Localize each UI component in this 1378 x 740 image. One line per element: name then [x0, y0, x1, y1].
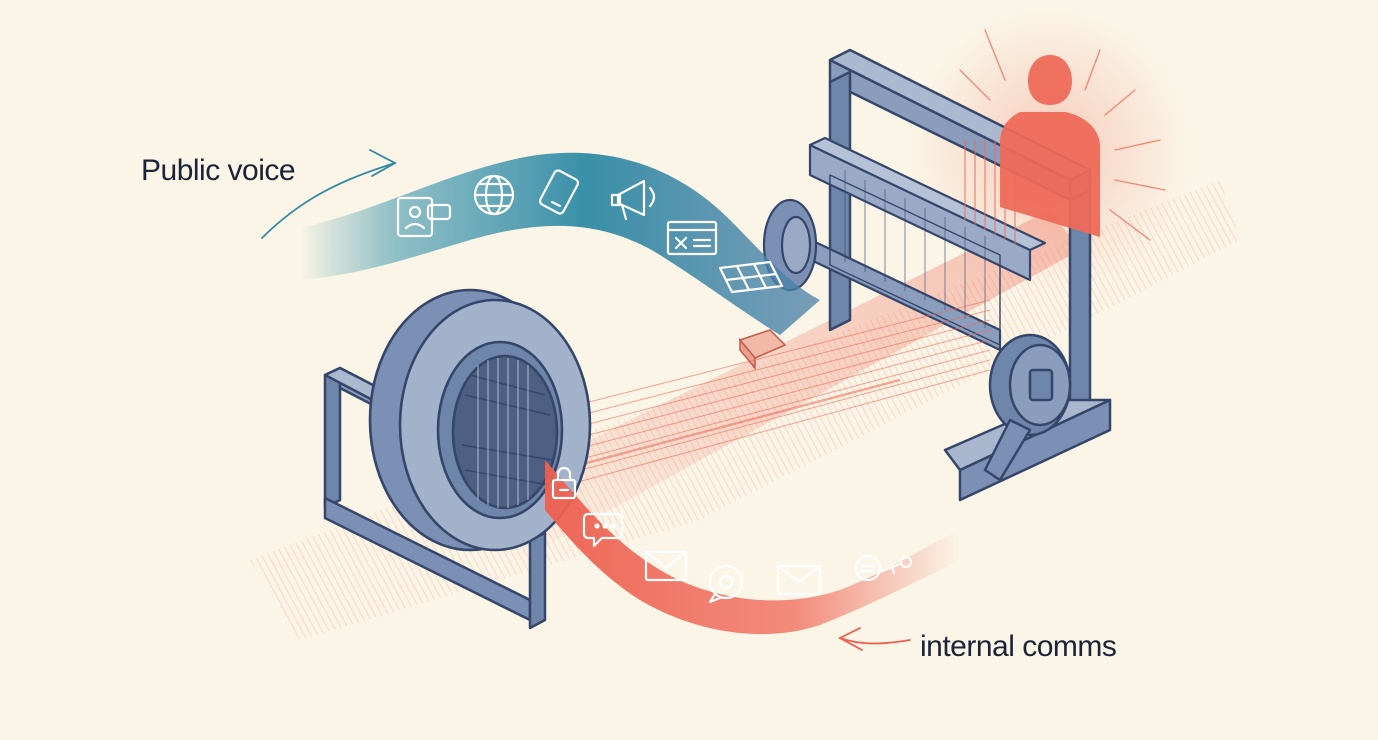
heddle-threads — [844, 170, 986, 328]
loom-gear — [983, 333, 1072, 482]
browser-window-icon — [666, 220, 718, 256]
phone-icon — [538, 169, 580, 215]
person-figure — [1000, 55, 1100, 237]
internal-comms-stream — [545, 460, 960, 635]
chat-bubble-icon — [582, 512, 624, 548]
public-voice-label: Public voice — [141, 154, 296, 187]
key-tag-icon — [854, 554, 913, 582]
calendar-grid-icon — [718, 260, 784, 294]
megaphone-icon — [610, 179, 656, 221]
lock-note-icon — [551, 466, 577, 500]
back-roller — [762, 198, 818, 292]
envelope-icon — [644, 550, 688, 582]
envelope-icon — [776, 564, 822, 596]
red-warp-threads — [964, 140, 1016, 245]
wheel-threads — [477, 358, 529, 508]
internal-icons — [551, 466, 913, 604]
internal-comms-arrow — [838, 627, 911, 651]
front-wheel — [368, 288, 592, 552]
internal-comms-label: internal comms — [920, 630, 1117, 663]
public-voice-stream — [300, 152, 820, 335]
heddle-frame — [788, 136, 1047, 352]
profile-card-icon — [396, 196, 452, 238]
public-voice-arrow — [261, 149, 397, 239]
speech-circle-icon — [708, 564, 744, 604]
public-icons — [396, 169, 784, 294]
globe-icon — [473, 174, 515, 216]
